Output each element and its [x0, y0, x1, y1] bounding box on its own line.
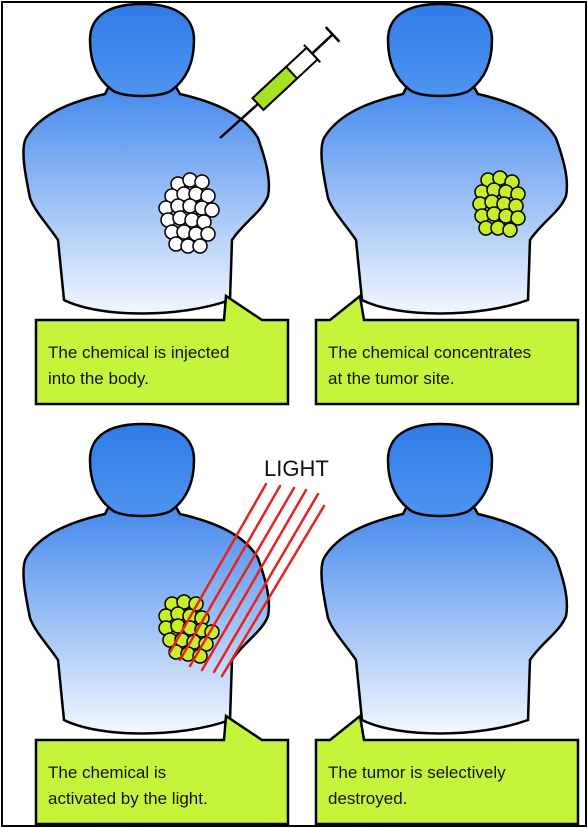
- body-torso: [321, 80, 566, 314]
- caption-line-1: The chemical is injected: [48, 343, 229, 362]
- panel-destroyed: The tumor is selectively destroyed.: [316, 424, 578, 824]
- body-head: [388, 424, 492, 516]
- body-torso: [23, 80, 268, 314]
- caption-line-1: The chemical concentrates: [328, 343, 531, 362]
- body-head: [90, 4, 194, 96]
- caption-line-1: The chemical is: [48, 763, 166, 782]
- caption-line-2: at the tumor site.: [328, 369, 455, 388]
- caption-line-2: destroyed.: [328, 789, 407, 808]
- light-label: LIGHT: [264, 456, 329, 481]
- body-head: [388, 4, 492, 96]
- caption-line-1: The tumor is selectively: [328, 763, 506, 782]
- body-head: [90, 424, 194, 516]
- panel-activated: LIGHT The chemical is activated by the l…: [23, 424, 328, 824]
- panel-injected: The chemical is injected into the body.: [23, 4, 340, 404]
- caption-line-2: activated by the light.: [48, 789, 208, 808]
- syringe-icon: [220, 26, 341, 138]
- caption-line-2: into the body.: [48, 369, 149, 388]
- body-torso: [321, 500, 566, 734]
- panel-concentrates: The chemical concentrates at the tumor s…: [316, 4, 578, 404]
